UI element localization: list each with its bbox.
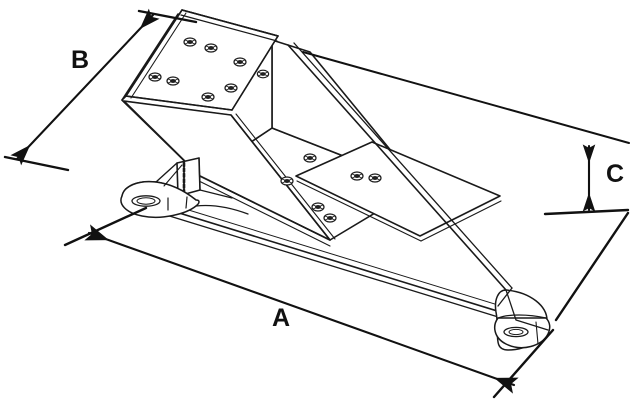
left-foot-riser-2 [163, 164, 183, 187]
bolt-hole [256, 69, 270, 79]
dimension-label-A: A [272, 304, 291, 332]
bolt-hole [311, 202, 325, 212]
dimension-B [3, 8, 198, 172]
left-foot-riser [155, 162, 178, 183]
bolt-hole [368, 173, 382, 183]
dimension-label-C: C [606, 160, 625, 188]
top-plate-far-edge [181, 9, 279, 37]
left-foot-to-rail [195, 204, 249, 215]
top-plate-bend-line [231, 35, 279, 111]
right-foot-rib [535, 321, 539, 345]
lower-plate-bolt-holes [280, 153, 382, 223]
bolt-hole [280, 176, 294, 186]
bolt-hole [350, 171, 364, 181]
dimension-C-extension-bottom [543, 208, 630, 216]
dimension-C-lower-extension-diagonal [554, 211, 630, 322]
dimension-label-B: B [71, 46, 90, 74]
top-plate-far-edge-thickness [180, 14, 278, 42]
bolt-hole [323, 213, 337, 223]
dimension-C-extension-top [302, 51, 630, 144]
left-foot-hole-inner [136, 197, 156, 205]
bolt-hole [166, 76, 180, 86]
bolt-hole [303, 153, 317, 163]
bolt-hole [148, 72, 162, 82]
front-web-fold-thickness [235, 113, 336, 240]
center-gusset-edge [198, 157, 233, 199]
left-foot-rib-2 [185, 196, 188, 209]
dimension-A [63, 206, 555, 399]
lower-plate-face [295, 141, 501, 237]
bolt-hole [201, 92, 215, 102]
dimension-B-line [10, 8, 160, 166]
dimension-C [302, 51, 630, 322]
right-foot-hole-inner [508, 328, 524, 336]
dimension-A-line [84, 224, 519, 394]
bolt-hole [233, 57, 247, 67]
bolt-hole [224, 83, 238, 93]
front-web-fold [230, 114, 331, 241]
bolt-hole [183, 37, 197, 47]
bracket-assembly [120, 9, 551, 351]
left-foot-pad [120, 162, 249, 218]
bolt-hole [204, 43, 218, 53]
